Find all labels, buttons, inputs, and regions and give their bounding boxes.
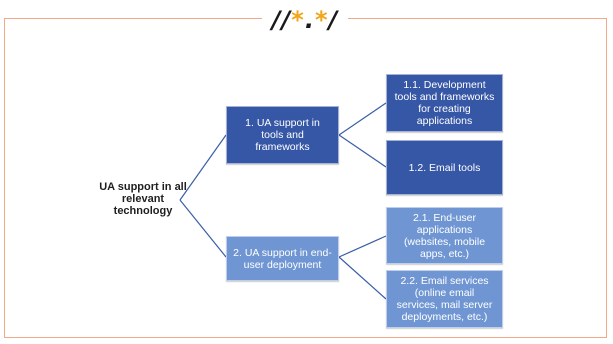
connector-branch2-child2 bbox=[338, 256, 387, 300]
root-node: UA support in all relevant technology bbox=[99, 181, 187, 217]
leaf-node-end-user-applications: 2.1. End-user applications (websites, mo… bbox=[386, 207, 503, 264]
logo-star-1: * bbox=[291, 6, 305, 34]
leaf-node-email-tools: 1.2. Email tools bbox=[386, 140, 503, 195]
site-logo: //*.*/ bbox=[262, 6, 348, 34]
logo-slashes-left: // bbox=[271, 6, 292, 34]
leaf-node-label: 2.1. End-user applications (websites, mo… bbox=[403, 211, 486, 260]
connector-root-branch1 bbox=[179, 134, 227, 201]
leaf-node-development-tools: 1.1. Development tools and frameworks fo… bbox=[386, 74, 503, 132]
slide-frame bbox=[4, 18, 607, 338]
logo-star-2: * bbox=[314, 6, 329, 34]
logo-dot: . bbox=[304, 6, 315, 34]
connector-root-branch2 bbox=[179, 199, 227, 258]
connector-branch1-child2 bbox=[338, 134, 387, 168]
connector-branch2-child1 bbox=[338, 235, 387, 258]
branch-node-end-user-deployment: 2. UA support in end-user deployment bbox=[226, 236, 339, 281]
logo-slash-right: / bbox=[328, 6, 339, 34]
branch-node-tools-frameworks: 1. UA support in tools and frameworks bbox=[226, 106, 339, 164]
leaf-node-email-services: 2.2. Email services (online email servic… bbox=[386, 270, 503, 328]
leaf-node-label: 2.2. Email services (online email servic… bbox=[396, 275, 493, 323]
leaf-node-label: 1.1. Development tools and frameworks fo… bbox=[394, 79, 495, 127]
branch-node-label: 2. UA support in end-user deployment bbox=[233, 246, 332, 271]
branch-node-label: 1. UA support in tools and frameworks bbox=[245, 117, 320, 153]
leaf-node-label: 1.2. Email tools bbox=[408, 161, 481, 174]
connector-branch1-child1 bbox=[338, 102, 387, 136]
